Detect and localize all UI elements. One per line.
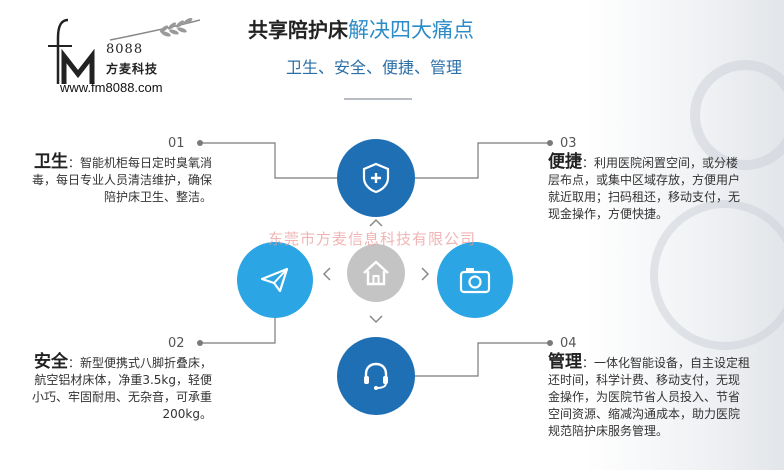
- point-body: ：智能机柜每日定时臭氧消毒，每日专业人员清洁维护，确保陪护床卫生、整洁。: [31, 156, 212, 204]
- headset-icon: [364, 362, 388, 390]
- title-blue: 解决四大痛点: [348, 18, 474, 42]
- point-heading: 管理: [548, 352, 582, 372]
- background-ring: [650, 200, 784, 350]
- page-title: 共享陪护床解决四大痛点: [248, 14, 474, 44]
- point-number: 03: [560, 136, 577, 151]
- logo-number: 8088: [106, 42, 144, 57]
- point-body: ：利用医院闲置空间，或分楼层布点，或集中区域存放，方便用户就近取用；扫码租还，移…: [548, 156, 741, 221]
- point-heading: 卫生: [33, 152, 68, 172]
- point-body: ：一体化智能设备，自主设定租还时间，科学计费、移动支付，无现金操作，为医院节省人…: [548, 356, 751, 438]
- website-url[interactable]: www.fm8088.com: [60, 80, 163, 95]
- point-heading: 安全: [33, 352, 68, 372]
- page-subtitle: 卫生、安全、便捷、管理: [286, 58, 463, 77]
- logo-company-name: 方麦科技: [106, 62, 159, 76]
- shield-plus-icon: [362, 162, 390, 194]
- company-logo[interactable]: 8088 方麦科技: [40, 12, 200, 96]
- point-management-text: 管理：一体化智能设备，自主设定租还时间，科学计费、移动支付，无现金操作，为医院节…: [548, 354, 750, 440]
- chevron-right-icon[interactable]: [420, 266, 430, 282]
- fm-logo-mark: [48, 17, 200, 84]
- point-convenience-text: 便捷：利用医院闲置空间，或分楼层布点，或集中区域存放，方便用户就近取用；扫码租还…: [548, 154, 748, 223]
- point-hygiene-text: 卫生：智能机柜每日定时臭氧消毒，每日专业人员清洁维护，确保陪护床卫生、整洁。: [26, 154, 212, 206]
- paper-plane-icon: [260, 267, 289, 293]
- background-ring: [690, 60, 784, 170]
- convenience-circle[interactable]: [437, 242, 513, 318]
- point-number: 01: [168, 136, 185, 151]
- chevron-up-icon[interactable]: [368, 218, 384, 228]
- home-icon: [363, 260, 389, 286]
- management-circle[interactable]: [337, 337, 415, 415]
- point-number: 02: [168, 336, 185, 351]
- title-dark: 共享陪护床: [248, 18, 348, 42]
- chevron-left-icon[interactable]: [322, 266, 332, 282]
- safety-circle[interactable]: [237, 242, 313, 318]
- point-body: ：新型便携式八脚折叠床，航空铝材床体，净重3.5kg，轻便小巧、牢固耐用、无杂音…: [31, 356, 212, 421]
- title-divider: [344, 98, 412, 100]
- point-heading: 便捷: [548, 152, 582, 172]
- home-circle[interactable]: [347, 244, 405, 302]
- point-safety-text: 安全：新型便携式八脚折叠床，航空铝材床体，净重3.5kg，轻便小巧、牢固耐用、无…: [26, 354, 212, 423]
- chevron-down-icon[interactable]: [368, 314, 384, 324]
- point-number: 04: [560, 336, 577, 351]
- camera-icon: [459, 268, 491, 294]
- company-watermark: 东莞市方麦信息科技有限公司: [268, 230, 477, 248]
- hygiene-circle[interactable]: [337, 139, 415, 217]
